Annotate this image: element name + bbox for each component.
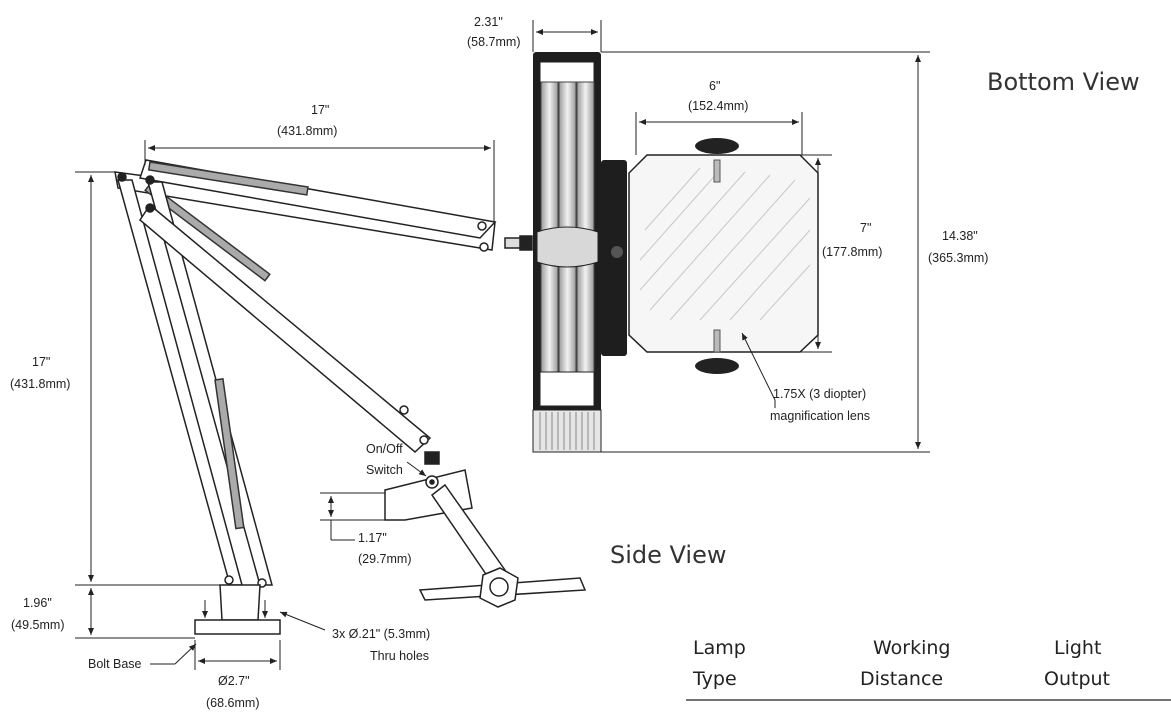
- base-diameter-in: Ø2.7": [218, 674, 250, 688]
- head-width-mm: (58.7mm): [467, 35, 520, 49]
- lens-width-dimension: 6" (152.4mm): [635, 79, 803, 155]
- spec-table: Lamp Type Working Distance Light Output: [686, 637, 1171, 701]
- holes-callout: 3x Ø.21" (5.3mm) Thru holes: [202, 600, 430, 663]
- base-height-dimension: 1.96" (49.5mm): [11, 588, 195, 639]
- clamp-base: [194, 451, 587, 635]
- lens-height-mm: (177.8mm): [822, 245, 882, 259]
- arm-reach-dimension: 17" (431.8mm): [144, 103, 495, 222]
- table-header-lamp: Lamp: [693, 637, 746, 659]
- table-header-output: Output: [1044, 668, 1110, 690]
- base-diameter-dimension: Ø2.7" (68.6mm): [194, 640, 281, 710]
- arm-height-mm: (431.8mm): [10, 377, 70, 391]
- arm-height-dimension: 17" (431.8mm): [10, 171, 225, 586]
- table-header-distance: Distance: [860, 668, 943, 690]
- head-length-dimension: 14.38" (365.3mm): [601, 51, 988, 453]
- lens-callout: 1.75X (3 diopter) magnification lens: [741, 332, 870, 423]
- arm-height-in: 17": [32, 355, 50, 369]
- table-header-type: Type: [692, 668, 737, 690]
- table-header-light: Light: [1054, 637, 1101, 659]
- lens-callout-line2: magnification lens: [770, 409, 870, 423]
- lens-height-in: 7": [860, 221, 871, 235]
- head-width-dimension: 2.31" (58.7mm): [467, 15, 602, 52]
- base-height-mm: (49.5mm): [11, 618, 64, 632]
- head-width-in: 2.31": [474, 15, 503, 29]
- head-length-in: 14.38": [942, 229, 978, 243]
- magnification-lens: [628, 138, 819, 374]
- lens-callout-line1: 1.75X (3 diopter): [773, 387, 866, 401]
- arm-reach-mm: (431.8mm): [277, 124, 337, 138]
- lens-width-mm: (152.4mm): [688, 99, 748, 113]
- arm-reach-in: 17": [311, 103, 329, 117]
- base-height-in: 1.96": [23, 596, 52, 610]
- switch-callout-line1: On/Off: [366, 442, 403, 456]
- holes-callout-line1: 3x Ø.21" (5.3mm): [332, 627, 430, 641]
- base-diameter-mm: (68.6mm): [206, 696, 259, 710]
- head-length-mm: (365.3mm): [928, 251, 988, 265]
- lamp-arm: [114, 159, 533, 588]
- table-header-working: Working: [873, 637, 951, 659]
- switch-callout-line2: Switch: [366, 463, 403, 477]
- lens-height-dimension: 7" (177.8mm): [800, 154, 882, 353]
- bolt-base-callout: Bolt Base: [88, 643, 197, 671]
- lens-width-in: 6": [709, 79, 720, 93]
- lamp-head: [532, 52, 627, 453]
- switch-callout: On/Off Switch: [366, 442, 427, 477]
- bolt-base-label: Bolt Base: [88, 657, 142, 671]
- switch-offset-mm: (29.7mm): [358, 552, 411, 566]
- side-view-title: Side View: [610, 541, 726, 569]
- switch-offset-in: 1.17": [358, 531, 387, 545]
- holes-callout-line2: Thru holes: [370, 649, 429, 663]
- switch-offset-dimension: 1.17" (29.7mm): [320, 492, 411, 566]
- bottom-view-title: Bottom View: [987, 68, 1140, 96]
